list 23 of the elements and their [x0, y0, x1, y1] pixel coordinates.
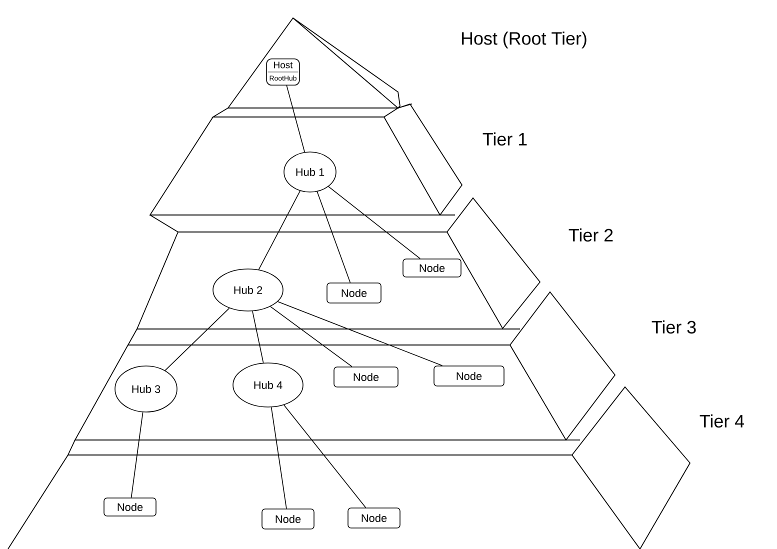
connector-line [328, 186, 420, 259]
tier-label: Tier 3 [652, 320, 696, 334]
connector-line [284, 404, 366, 508]
connector-line [164, 308, 230, 371]
node-box: Node [262, 508, 314, 530]
connector-line [270, 306, 352, 367]
node-box: Node [334, 366, 398, 388]
tier-label: Tier 1 [482, 132, 527, 146]
node-box: Node [104, 498, 156, 516]
connector-line [258, 190, 300, 270]
connector-line [286, 85, 306, 152]
connector-line [270, 406, 287, 509]
connector-line [277, 301, 443, 366]
tier-label: Tier 2 [568, 228, 613, 242]
node-box: Node [348, 508, 400, 528]
node-box: Node [402, 258, 462, 278]
tier-label: Host (Root Tier) [462, 32, 586, 48]
node-box: Node [326, 282, 382, 304]
connector-line [316, 191, 351, 283]
node-box: Node [434, 366, 504, 386]
connector-line [130, 412, 144, 498]
tier-label: Tier 4 [700, 414, 744, 428]
connector-line [252, 310, 264, 364]
